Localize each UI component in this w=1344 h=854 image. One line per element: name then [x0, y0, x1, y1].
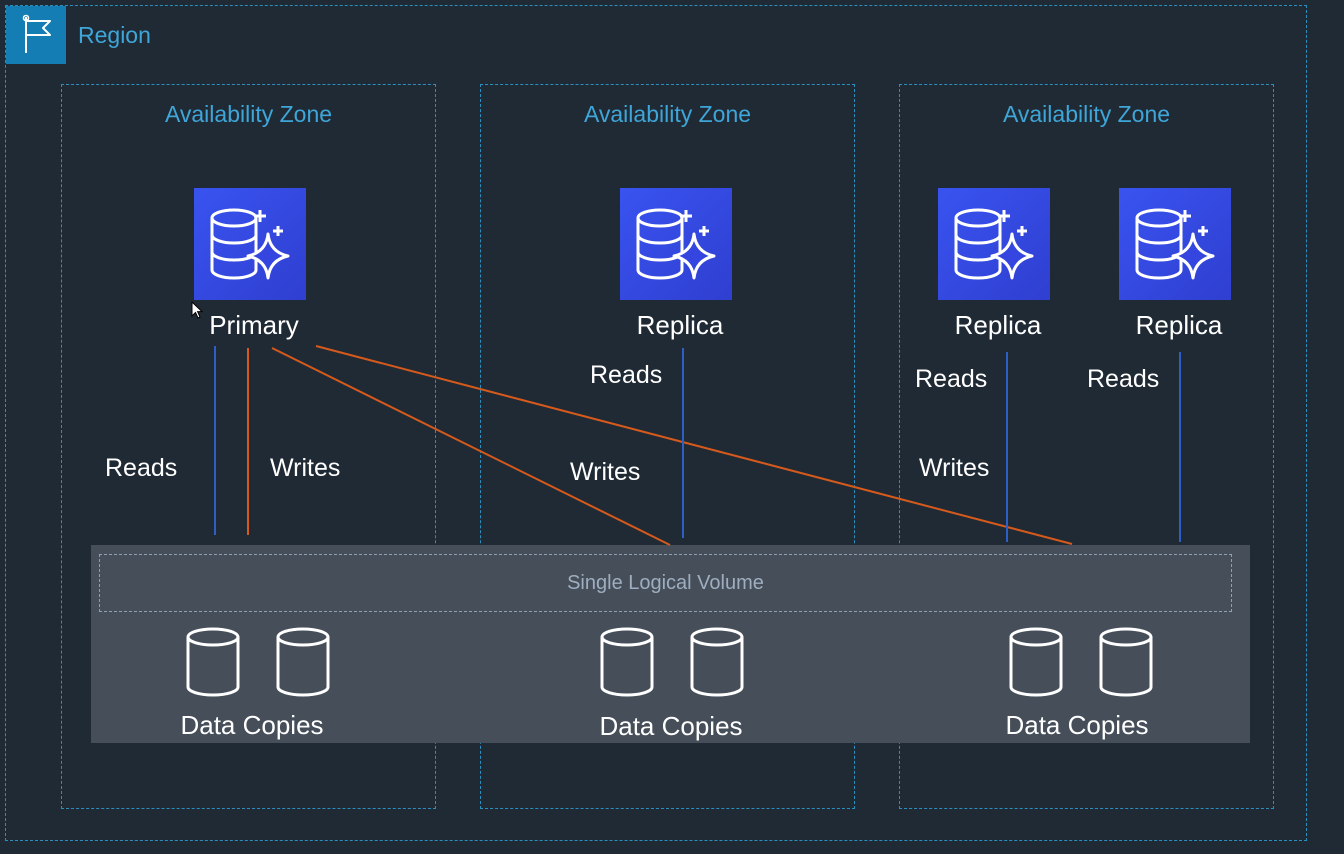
database-sparkle-icon: [620, 188, 732, 300]
availability-zone-label: Availability Zone: [164, 101, 333, 127]
storage-cylinders-icon: [600, 627, 744, 697]
writes-label: Writes: [270, 454, 341, 482]
availability-zone-label: Availability Zone: [1002, 101, 1171, 127]
data-copies-label: Data Copies: [180, 710, 324, 740]
reads-label: Reads: [1087, 365, 1160, 393]
storage-cylinders-icon: [186, 627, 330, 697]
region-label: Region: [78, 22, 151, 48]
database-sparkle-icon: [938, 188, 1050, 300]
primary-label: Primary: [209, 310, 299, 340]
reads-label: Reads: [915, 365, 988, 393]
flag-icon: [6, 6, 66, 64]
replica-label: Replica: [1135, 310, 1223, 340]
writes-label: Writes: [570, 458, 641, 486]
database-sparkle-icon: [1119, 188, 1231, 300]
storage-cylinders-icon: [1009, 627, 1153, 697]
reads-label: Reads: [590, 361, 663, 389]
storage-volume-panel: [91, 545, 1250, 743]
replica-label: Replica: [636, 310, 724, 340]
region-boundary: [5, 5, 1307, 841]
reads-label: Reads: [105, 454, 178, 482]
availability-zone-label: Availability Zone: [583, 101, 752, 127]
single-logical-volume-label: Single Logical Volume: [567, 572, 764, 594]
single-logical-volume-box: [99, 554, 1232, 612]
replica-label: Replica: [954, 310, 1042, 340]
data-copies-label: Data Copies: [1005, 710, 1149, 740]
writes-label: Writes: [919, 454, 990, 482]
database-sparkle-icon: [194, 188, 306, 300]
mouse-cursor-icon: [191, 300, 204, 319]
data-copies-label: Data Copies: [599, 711, 743, 741]
